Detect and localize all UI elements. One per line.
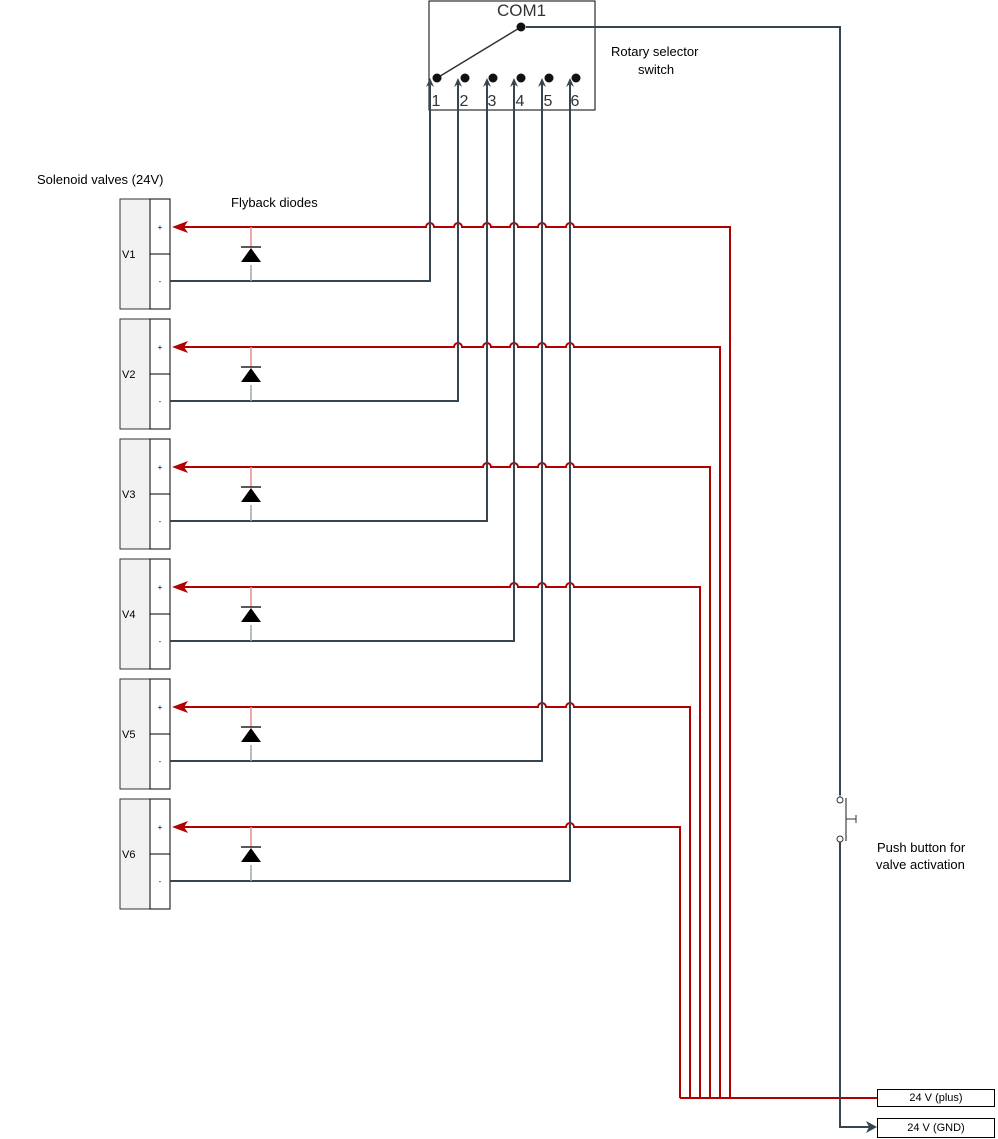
rotary-label-1: Rotary selector [611,44,699,59]
solenoid-title: Solenoid valves (24V) [37,172,164,187]
diode-icon [241,248,261,262]
arrow-head [483,78,491,87]
diode-icon [241,728,261,742]
valve-body [119,198,151,310]
arrow-head [510,78,518,87]
rotary-label-2: switch [638,62,675,77]
switch-arm [436,26,522,79]
minus-wire-v3 [170,82,488,522]
plus-wire-v6 [180,822,681,1098]
button-contact [836,796,844,804]
diode-icon [241,368,261,382]
plus-terminal-label: + [158,823,163,832]
switch-contact-3 [488,73,498,83]
minus-terminal-label: - [159,757,162,766]
switch-position-label-6: 6 [571,93,580,110]
valve-label: V5 [122,729,135,741]
valve-body [119,558,151,670]
minus-wire-v6 [170,82,571,882]
com-contact [516,22,526,32]
plus-terminal-label: + [158,223,163,232]
arrow-head [566,78,574,87]
valve-body [119,438,151,550]
switch-contact-4 [516,73,526,83]
valve-v1: V1 + - [119,198,171,310]
diode-icon [241,848,261,862]
switch-position-label-4: 4 [516,93,525,110]
valve-v5: V5 + - [119,678,171,790]
arrow-head [454,78,462,87]
com-label: COM1 [497,1,547,20]
switch-position-label-5: 5 [544,93,553,110]
switch-contact-5 [544,73,554,83]
valve-v3: V3 + - [119,438,171,550]
switch-contact-6 [571,73,581,83]
valve-label: V1 [122,249,135,261]
valve-label: V3 [122,489,135,501]
push-label-2: valve activation [876,857,965,872]
arrow-head [172,461,188,473]
arrow-head [426,78,434,87]
minus-terminal-label: - [159,877,162,886]
valve-label: V2 [122,369,135,381]
arrow-head [172,341,188,353]
minus-wire-v5 [170,82,543,762]
arrow-head [172,701,188,713]
button-contact [836,835,844,843]
plus-wire-v4 [180,582,701,1098]
valve-body [119,318,151,430]
diode-icon [241,608,261,622]
arrow-head [172,221,188,233]
com-wire [526,26,841,795]
valve-label: V6 [122,849,135,861]
valve-body [119,678,151,790]
minus-wire-v4 [170,82,515,642]
minus-terminal-label: - [159,277,162,286]
arrow-head [172,581,188,593]
switch-position-label-1: 1 [432,93,441,110]
plus-wire-v5 [180,702,691,1098]
supply-plus-box: 24 V (plus) [877,1089,995,1107]
arrow-head [538,78,546,87]
minus-terminal-label: - [159,397,162,406]
valve-v6: V6 + - [119,798,171,910]
push-label-1: Push button for [877,840,966,855]
plus-wire-v1 [180,222,731,1098]
plus-terminal-label: + [158,583,163,592]
flyback-label: Flyback diodes [231,195,318,210]
plus-wire-v3 [180,462,711,1098]
supply-gnd-box: 24 V (GND) [877,1118,995,1138]
valve-v2: V2 + - [119,318,171,430]
switch-contact-1 [432,73,442,83]
plus-wire-v2 [180,342,721,1098]
plus-terminal-label: + [158,703,163,712]
gnd-wire [839,842,870,1128]
plus-terminal-label: + [158,343,163,352]
arrow-head [866,1121,877,1133]
switch-position-label-3: 3 [488,93,497,110]
diode-icon [241,488,261,502]
arrow-head [172,821,188,833]
switch-position-label-2: 2 [460,93,469,110]
minus-terminal-label: - [159,517,162,526]
valve-v4: V4 + - [119,558,171,670]
minus-wire-v1 [170,82,431,282]
switch-contact-2 [460,73,470,83]
valve-body [119,798,151,910]
minus-wire-v2 [170,82,459,402]
plus-terminal-label: + [158,463,163,472]
minus-terminal-label: - [159,637,162,646]
valve-label: V4 [122,609,135,621]
rotary-switch-box [428,0,596,111]
